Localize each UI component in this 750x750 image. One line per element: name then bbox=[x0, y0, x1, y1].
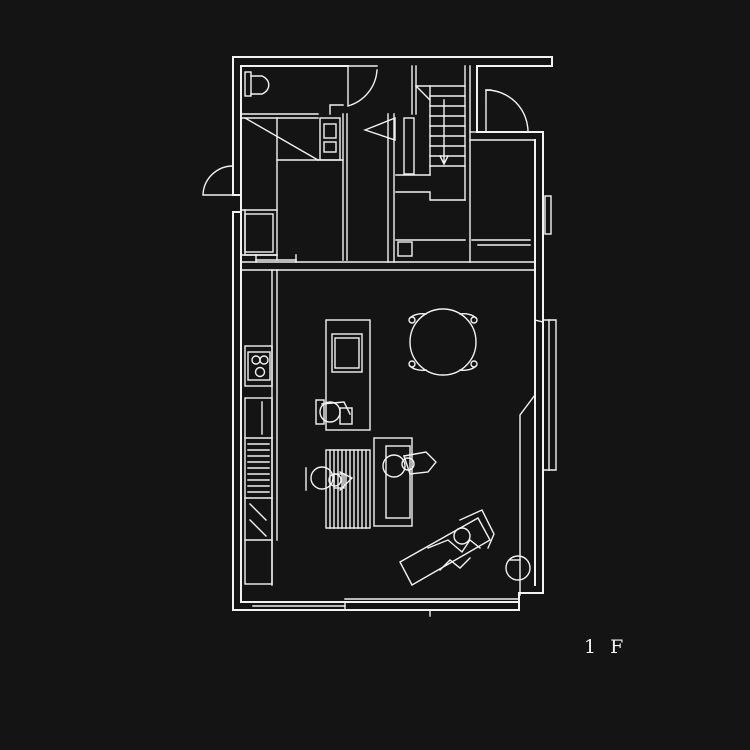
toilet-icon bbox=[244, 71, 270, 97]
window-icon bbox=[534, 319, 557, 471]
person-icon bbox=[305, 466, 354, 491]
lounge-chair-icon bbox=[399, 509, 495, 586]
closet bbox=[362, 116, 415, 257]
cooktop-icon bbox=[247, 351, 271, 381]
kitchen-island bbox=[325, 319, 371, 431]
interior-walls bbox=[240, 65, 536, 586]
plant-icon bbox=[505, 555, 531, 581]
sink-icon bbox=[317, 117, 344, 161]
door-swing-icon bbox=[485, 89, 529, 133]
window-icon bbox=[544, 195, 552, 235]
window-icon bbox=[252, 598, 520, 617]
chair-icon bbox=[408, 313, 478, 371]
door-swing-icon bbox=[347, 65, 378, 107]
stair-icon bbox=[415, 85, 466, 176]
floor-label: 1 F bbox=[584, 636, 628, 658]
outer-walls bbox=[232, 56, 553, 611]
sofa-icon bbox=[373, 437, 413, 527]
desk bbox=[325, 449, 371, 529]
door-swing-icon bbox=[202, 165, 234, 196]
bay-wall bbox=[519, 394, 536, 596]
laundry-area bbox=[244, 117, 319, 256]
person-icon bbox=[382, 451, 437, 478]
door-swing-icon bbox=[255, 104, 344, 263]
dining-table-icon bbox=[409, 308, 477, 376]
person-icon bbox=[315, 399, 351, 425]
kitchen-counter bbox=[244, 345, 273, 585]
